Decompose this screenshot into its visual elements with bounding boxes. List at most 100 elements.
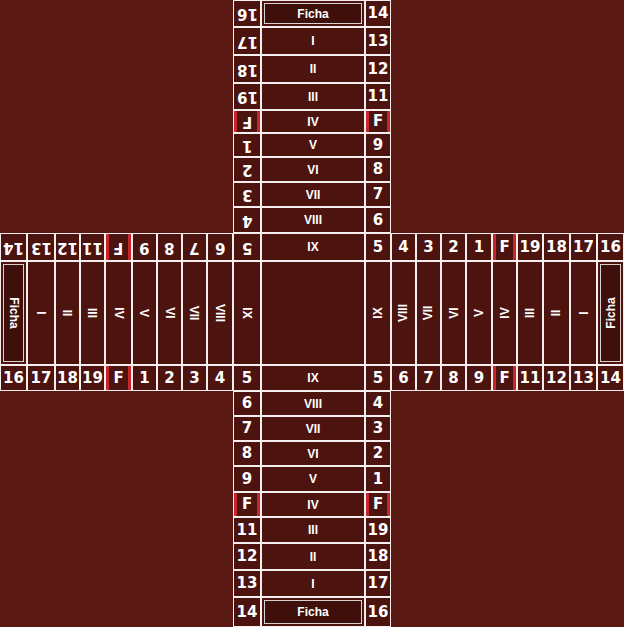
lane-cell: IX: [261, 233, 365, 261]
cell-number: 6: [398, 371, 408, 386]
track-number-cell: 9: [233, 466, 261, 492]
cell-number: 3: [189, 371, 199, 386]
cell-label: V: [138, 309, 150, 317]
cell-number: 9: [373, 138, 383, 153]
track-number-cell: 3: [416, 233, 441, 261]
cell-label: II: [550, 310, 562, 317]
track-number-cell: 16: [233, 0, 261, 27]
cell-label: IV: [307, 116, 318, 128]
lane-cell: IX: [261, 365, 365, 391]
cell-label: II: [61, 310, 73, 317]
lane-cell: II: [543, 261, 570, 365]
lane-cell: VII: [182, 261, 207, 365]
track-number-cell: F: [492, 365, 517, 391]
lane-cell: II: [261, 543, 365, 570]
track-number-cell: 1: [233, 133, 261, 157]
track-number-cell: 6: [365, 207, 391, 233]
center-square: [261, 261, 365, 365]
cell-number: 9: [139, 240, 149, 255]
lane-cell: IV: [105, 261, 132, 365]
track-number-cell: F: [365, 492, 391, 517]
track-number-cell: F: [105, 233, 132, 261]
track-number-cell: 5: [233, 233, 261, 261]
cell-label: VI: [164, 307, 176, 318]
cell-label: II: [310, 551, 317, 563]
cell-number: 2: [242, 162, 252, 177]
cell-label: VI: [448, 307, 460, 318]
cell-number: 14: [237, 605, 258, 620]
track-number-cell: F: [105, 365, 132, 391]
track-number-cell: F: [233, 110, 261, 133]
track-number-cell: 3: [233, 182, 261, 207]
track-number-cell: F: [365, 110, 391, 133]
cell-number: 3: [242, 187, 252, 202]
lane-cell: V: [466, 261, 492, 365]
track-number-cell: 12: [543, 365, 570, 391]
track-number-cell: F: [233, 492, 261, 517]
lane-cell: VII: [416, 261, 441, 365]
cell-number: 18: [57, 371, 78, 386]
lane-cell: III: [261, 83, 365, 110]
cell-label: Ficha: [8, 297, 20, 328]
cell-number: F: [499, 240, 509, 255]
cell-number: 11: [368, 89, 389, 104]
lane-cell: VI: [157, 261, 182, 365]
cell-number: 1: [474, 240, 484, 255]
track-number-cell: 6: [391, 365, 416, 391]
track-number-cell: 4: [207, 365, 233, 391]
cell-number: 17: [573, 240, 594, 255]
cell-number: 19: [82, 371, 103, 386]
track-number-cell: 5: [365, 365, 391, 391]
cell-label: VIII: [214, 304, 226, 322]
lane-cell: V: [132, 261, 157, 365]
track-number-cell: 6: [207, 233, 233, 261]
track-number-cell: 11: [233, 517, 261, 543]
cell-label: IV: [307, 499, 318, 511]
cell-number: 7: [189, 240, 199, 255]
cell-label: IX: [241, 307, 253, 318]
lane-cell: III: [80, 261, 105, 365]
track-number-cell: 11: [365, 83, 391, 110]
cell-label: I: [35, 311, 47, 314]
cell-number: 6: [215, 240, 225, 255]
cell-number: 5: [373, 371, 383, 386]
cell-label: IX: [307, 241, 318, 253]
track-number-cell: 13: [233, 570, 261, 597]
track-number-cell: 7: [365, 182, 391, 207]
cell-number: 6: [373, 213, 383, 228]
cell-number: 9: [242, 472, 252, 487]
track-number-cell: 19: [80, 365, 105, 391]
lane-cell: VIII: [261, 391, 365, 416]
cell-number: 5: [373, 240, 383, 255]
lane-cell: I: [27, 261, 55, 365]
track-number-cell: F: [492, 233, 517, 261]
track-number-cell: 18: [365, 543, 391, 570]
cell-number: F: [499, 371, 509, 386]
cell-label: V: [309, 473, 317, 485]
cell-number: F: [113, 240, 123, 255]
cell-number: 4: [215, 371, 225, 386]
track-number-cell: 3: [365, 416, 391, 441]
track-number-cell: 13: [365, 27, 391, 55]
track-number-cell: 2: [365, 441, 391, 466]
cell-label: Ficha: [297, 606, 328, 618]
cell-number: 18: [368, 549, 389, 564]
track-number-cell: 13: [570, 365, 597, 391]
cell-number: 14: [3, 240, 24, 255]
track-number-cell: 5: [365, 233, 391, 261]
cell-number: 12: [368, 62, 389, 77]
cell-number: 12: [546, 371, 567, 386]
lane-cell: II: [261, 55, 365, 83]
cell-number: 11: [520, 371, 541, 386]
cell-label: IV: [113, 307, 125, 318]
track-number-cell: 9: [466, 365, 492, 391]
track-number-cell: 8: [233, 441, 261, 466]
track-number-cell: 3: [182, 365, 207, 391]
cell-number: 17: [237, 34, 258, 49]
lane-cell: V: [261, 466, 365, 492]
track-number-cell: 7: [182, 233, 207, 261]
track-number-cell: 8: [441, 365, 466, 391]
lane-cell: VII: [261, 182, 365, 207]
track-number-cell: 17: [365, 570, 391, 597]
track-number-cell: 1: [466, 233, 492, 261]
